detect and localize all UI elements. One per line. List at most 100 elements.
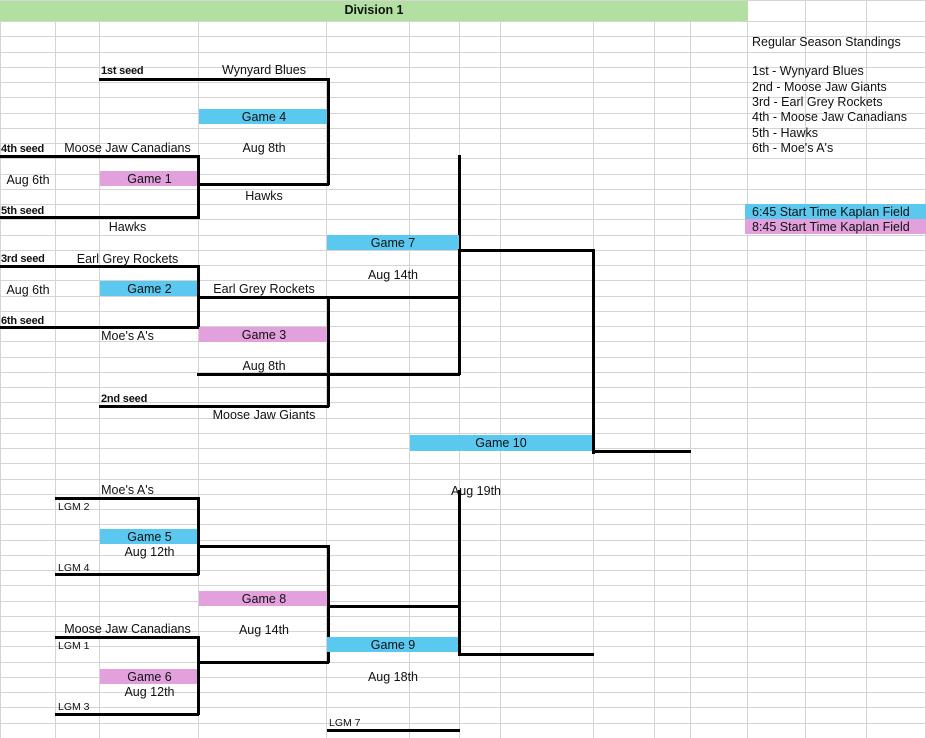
- bracket-line-game4-right: [327, 78, 330, 185]
- bracket-line-g8-bottom: [197, 661, 329, 664]
- grid-column-line-4: [326, 0, 327, 738]
- team-earl-grey-rockets-g2: Earl Grey Rockets: [76, 252, 179, 266]
- game9-date: Aug 18th: [367, 670, 419, 684]
- bracket-line-g7-out: [458, 249, 594, 252]
- grid-column-line-5: [409, 0, 410, 738]
- grid-row-line-17: [0, 265, 926, 266]
- game1-label: Game 1: [127, 172, 172, 186]
- bracket-line-g5-bottom: [55, 573, 199, 576]
- grid-row-line-10: [0, 158, 926, 159]
- grid-row-line-12: [0, 189, 926, 190]
- slot-lgm2: LGM 2: [58, 501, 90, 513]
- bracket-line-g8-top: [197, 545, 329, 548]
- slot-lgm4: LGM 4: [58, 562, 90, 574]
- bracket-line-g1-top: [0, 155, 199, 158]
- game4-date: Aug 8th: [242, 141, 286, 155]
- seed-label-1st: 1st seed: [101, 65, 144, 77]
- grid-row-line-38: [0, 585, 926, 586]
- game9-fill: [327, 637, 459, 652]
- grid-row-line-36: [0, 555, 926, 556]
- page-title: Division 1: [344, 3, 404, 17]
- grid-row-line-24: [0, 372, 926, 373]
- team-hawks-g1: Hawks: [108, 220, 147, 234]
- game5-fill: [100, 529, 199, 544]
- team-moose-jaw-canadians-g6: Moose Jaw Canadians: [64, 622, 191, 636]
- game5-label: Game 5: [127, 530, 172, 544]
- grid-column-line-1: [55, 0, 56, 738]
- standings-row-5: 5th - Hawks: [752, 126, 818, 140]
- legend-blue-fill: [745, 204, 926, 219]
- grid-row-line-46: [0, 707, 926, 708]
- grid-row-line-3: [0, 52, 926, 53]
- bracket-line-g2-bottom: [0, 326, 199, 329]
- grid-row-line-31: [0, 479, 926, 480]
- grid-column-line-13: [866, 0, 867, 738]
- game4-label: Game 4: [241, 110, 287, 124]
- grid-row-line-37: [0, 570, 926, 571]
- grid-row-line-33: [0, 509, 926, 510]
- seed-label-2nd: 2nd seed: [101, 393, 148, 405]
- grid-column-line-10: [690, 0, 691, 738]
- team-moose-jaw-giants: Moose Jaw Giants: [212, 408, 316, 422]
- bracket-line-g1-winner-feed: [197, 183, 205, 186]
- game8-date: Aug 14th: [238, 623, 290, 637]
- bracket-line-g6-right: [197, 636, 200, 715]
- standings-title: Regular Season Standings: [752, 35, 901, 49]
- team-moes-as-g5: Moe's A's: [101, 483, 154, 497]
- game1-fill: [100, 171, 199, 186]
- legend-blue-label: 6:45 Start Time Kaplan Field: [752, 205, 910, 219]
- bracket-line-game4-out: [199, 183, 329, 186]
- seed-label-6th: 6th seed: [1, 315, 45, 327]
- game2-label: Game 2: [127, 282, 172, 296]
- grid-row-line-15: [0, 235, 926, 236]
- game7-fill: [327, 235, 459, 250]
- standings-row-4: 4th - Moose Jaw Canadians: [752, 110, 907, 124]
- standings-row-2: 2nd - Moose Jaw Giants: [752, 80, 887, 94]
- grid-row-line-9: [0, 143, 926, 144]
- game4-fill: [199, 109, 329, 124]
- team-wynyard-blues: Wynyard Blues: [222, 63, 306, 77]
- grid-row-line-25: [0, 387, 926, 388]
- bracket-line-g6-top: [55, 636, 199, 639]
- bracket-line-champion: [592, 450, 691, 453]
- bracket-line-g10-right: [592, 249, 595, 454]
- grid-row-line-44: [0, 677, 926, 678]
- game8-label: Game 8: [241, 592, 287, 606]
- game3-fill: [199, 327, 329, 342]
- game2-date: Aug 6th: [6, 283, 50, 297]
- grid-row-line-5: [0, 82, 926, 83]
- grid-row-line-26: [0, 402, 926, 403]
- game6-fill: [100, 669, 199, 684]
- game10-fill: [410, 435, 592, 451]
- standings-row-3: 3rd - Earl Grey Rockets: [752, 95, 883, 109]
- grid-row-line-39: [0, 601, 926, 602]
- game5-date: Aug 12th: [124, 545, 175, 559]
- grid-column-line-0: [0, 0, 1, 738]
- game6-label: Game 6: [127, 670, 172, 684]
- bracket-line-g1-bottom: [0, 216, 199, 219]
- grid-row-line-41: [0, 631, 926, 632]
- slot-lgm7: LGM 7: [329, 717, 361, 729]
- bracket-line-g9-bottom: [327, 729, 460, 732]
- grid-row-line-1: [0, 21, 926, 22]
- grid-column-line-2: [99, 0, 100, 738]
- grid-row-line-35: [0, 540, 926, 541]
- bracket-line-g5-top: [55, 497, 199, 500]
- grid-row-line-19: [0, 296, 926, 297]
- grid-row-line-20: [0, 311, 926, 312]
- grid-row-line-30: [0, 463, 926, 464]
- grid-row-line-8: [0, 128, 926, 129]
- seed-label-5th: 5th seed: [1, 205, 45, 217]
- game9-label: Game 9: [370, 638, 416, 652]
- division-header-fill: [0, 1, 748, 21]
- grid-row-line-28: [0, 433, 926, 434]
- standings-row-1: 1st - Wynyard Blues: [752, 64, 864, 78]
- grid-column-line-11: [747, 0, 748, 738]
- game8-fill: [199, 591, 329, 606]
- grid-row-line-45: [0, 692, 926, 693]
- grid-row-line-2: [0, 36, 926, 37]
- game1-date: Aug 6th: [6, 173, 50, 187]
- game2-fill: [100, 281, 199, 296]
- bracket-line-g9-right: [458, 490, 461, 655]
